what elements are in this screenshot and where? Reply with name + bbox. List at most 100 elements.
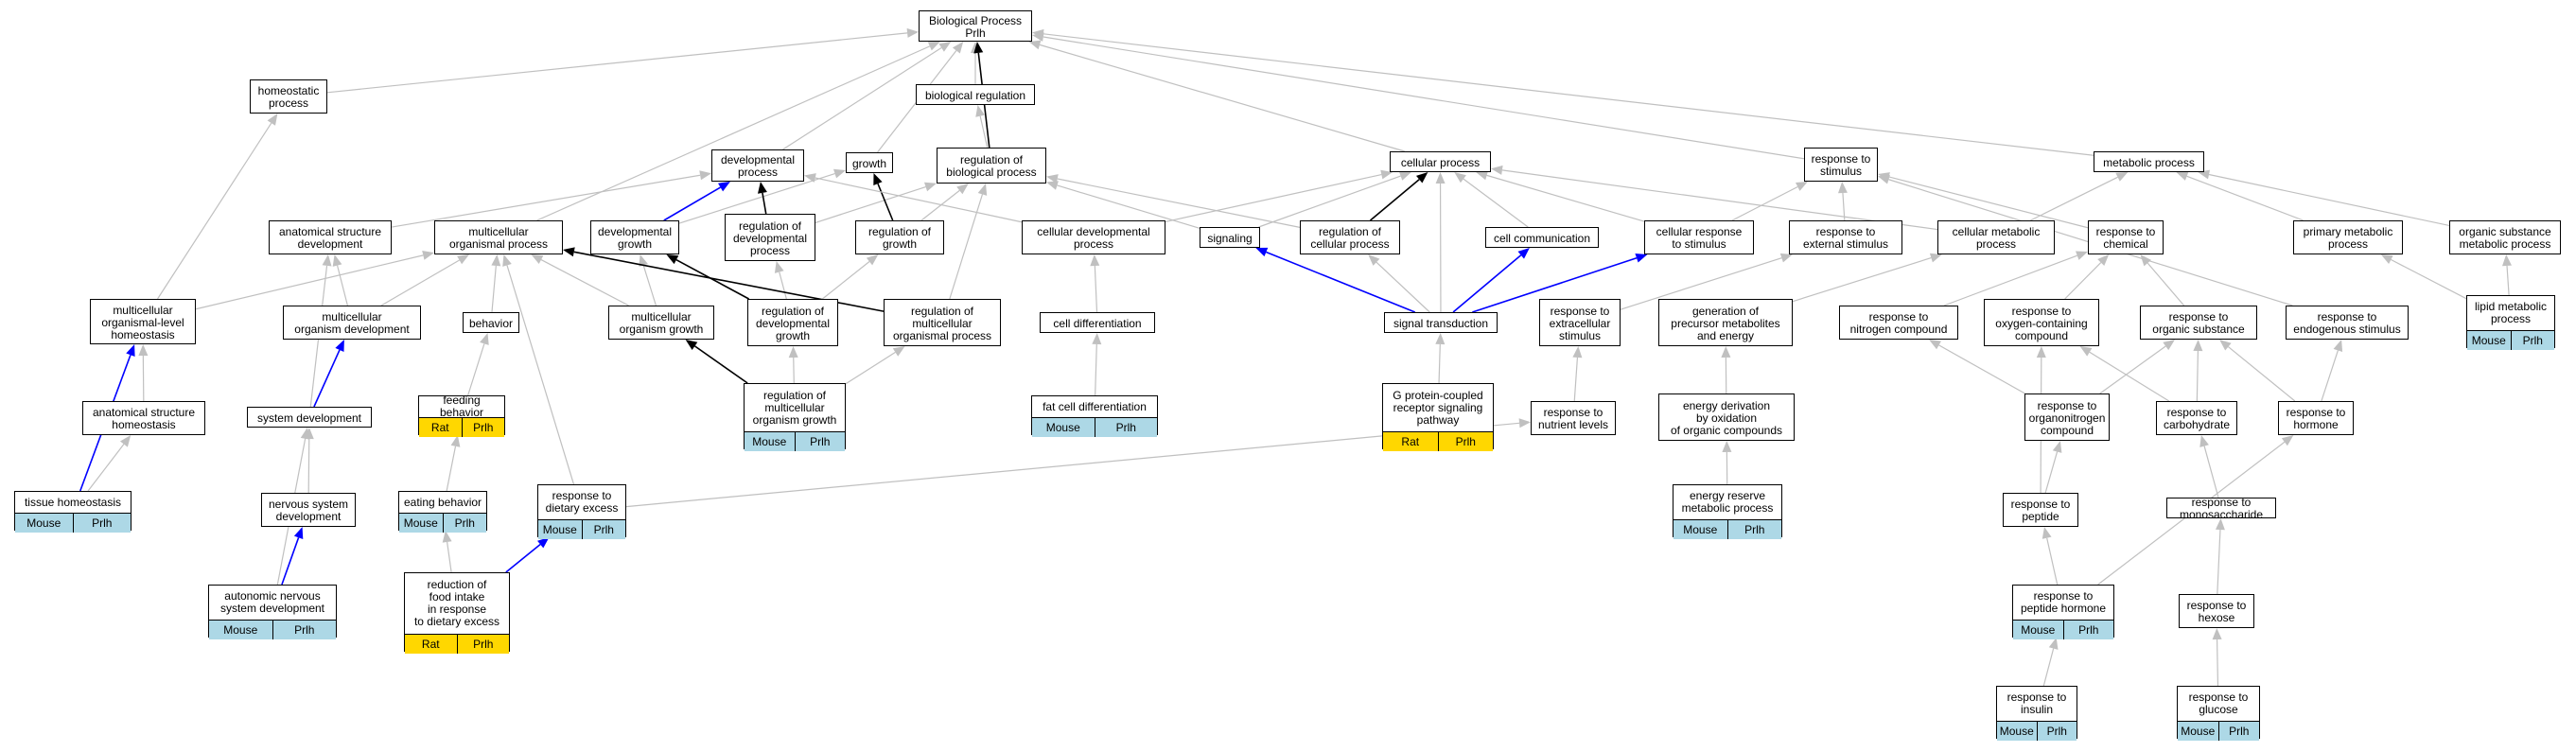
edge-multhomeo-to-multorg [195, 254, 424, 310]
go-term-primmetab[interactable]: primary metabolic process [2293, 220, 2403, 254]
go-term-regbio[interactable]: regulation of biological process [937, 148, 1046, 184]
go-term-homeo[interactable]: homeostatic process [250, 79, 327, 114]
go-term-regcell[interactable]: regulation of cellular process [1300, 220, 1400, 254]
arrowhead-regdevproc-to-regbio [924, 182, 937, 192]
go-term-respnutr[interactable]: response to nutrient levels [1531, 401, 1616, 435]
go-term-metab[interactable]: metabolic process [2094, 151, 2204, 172]
go-term-cellmetab[interactable]: cellular metabolic process [1937, 220, 2055, 254]
go-term-respstim[interactable]: response to stimulus [1804, 148, 1878, 182]
go-term-resporgsub[interactable]: response to organic substance [2140, 306, 2257, 340]
arrowhead-eating-to-feeding [450, 435, 461, 447]
go-term-respextra[interactable]: response to extracellular stimulus [1539, 299, 1621, 346]
go-term-respmono[interactable]: response to monosaccharide [2166, 497, 2276, 521]
go-term-cellcomm[interactable]: cell communication [1485, 227, 1599, 248]
edge-sigtrans-to-cellresp [1472, 256, 1638, 313]
gene-tag: Prlh [2062, 621, 2113, 639]
arrowhead-cellresp-to-cellproc [1476, 170, 1488, 181]
go-term-label: regulation of growth [867, 225, 932, 251]
go-term-signaling[interactable]: signaling [1200, 227, 1260, 248]
go-term-sysdev[interactable]: system development [247, 407, 372, 428]
go-term-cellresp[interactable]: cellular response to stimulus [1644, 220, 1754, 254]
go-term-bioreg[interactable]: biological regulation [916, 84, 1035, 105]
go-term-behavior[interactable]: behavior [463, 312, 519, 333]
go-term-anatdev[interactable]: anatomical structure development [269, 220, 392, 254]
go-term-genprec[interactable]: generation of precursor metabolites and … [1658, 299, 1793, 346]
go-term-orgsubmetab[interactable]: organic substance metabolic process [2449, 220, 2561, 254]
gene-tag: Prlh [2036, 722, 2077, 741]
edge-multgrowth-to-devgrowth [642, 265, 657, 306]
edge-regmultproc-to-regbio [949, 194, 984, 300]
go-term-multorg[interactable]: multicellular organismal process [434, 220, 563, 254]
go-term-cellproc[interactable]: cellular process [1390, 151, 1491, 172]
arrowhead-resppephorm-to-resphorm [2281, 435, 2294, 446]
arrowhead-resporgnitro-to-resporgsub [2163, 340, 2175, 351]
go-term-label: response to peptide hormone [2020, 589, 2107, 615]
go-term-label: nervous system development [268, 498, 349, 523]
go-term-resporgnitro[interactable]: response to organonitrogen compound [2024, 393, 2110, 441]
go-term-anathomeo[interactable]: anatomical structure homeostasis [82, 401, 205, 435]
edge-regdevgrowth-to-devgrowth [675, 258, 749, 300]
gene-tag: Prlh [581, 520, 625, 539]
go-term-multhomeo[interactable]: multicellular organismal-level homeostas… [90, 299, 196, 344]
gene-tag: Prlh [461, 418, 504, 437]
go-term-resppep[interactable]: response to peptide [2003, 493, 2078, 527]
go-term-regmultgrowth[interactable]: regulation of multicellular organism gro… [744, 383, 846, 451]
go-term-resphorm[interactable]: response to hormone [2278, 401, 2354, 435]
go-term-celldev[interactable]: cellular developmental process [1022, 220, 1165, 254]
go-term-energyderiv[interactable]: energy derivation by oxidation of organi… [1658, 393, 1795, 441]
go-term-gpcr[interactable]: G protein-coupled receptor signaling pat… [1382, 383, 1494, 451]
go-term-resphex[interactable]: response to hexose [2179, 594, 2254, 628]
go-term-devproc[interactable]: developmental process [711, 149, 804, 182]
edge-multorgdev-to-anatdev [336, 265, 348, 306]
go-term-respext[interactable]: response to external stimulus [1789, 220, 1902, 254]
go-term-celldiff[interactable]: cell differentiation [1040, 312, 1155, 333]
go-term-bp[interactable]: Biological Process Prlh [919, 10, 1032, 42]
edge-respoxy-to-respchem [2064, 262, 2102, 300]
go-term-sigtrans[interactable]: signal transduction [1384, 312, 1498, 333]
edge-respchem-to-respstim [1888, 176, 2089, 229]
arrowhead-gpcr-to-sigtrans [1435, 333, 1446, 345]
go-term-growth[interactable]: growth [846, 152, 893, 173]
edge-respins-to-resppephorm [2042, 648, 2055, 687]
go-term-regdevproc[interactable]: regulation of developmental process [725, 214, 815, 261]
arrowhead-growth-to-bp [952, 42, 964, 54]
go-term-respoxy[interactable]: response to oxygen-containing compound [1984, 299, 2099, 346]
go-term-respnitro[interactable]: response to nitrogen compound [1839, 306, 1958, 340]
arrowhead-primmetab-to-metab [2176, 171, 2189, 181]
arrowhead-signaling-to-cellproc [1398, 171, 1411, 181]
arrowhead-resporgnitro-to-respnitro [1929, 340, 1941, 350]
edge-multorgdev-to-multorg [380, 259, 460, 306]
go-term-multgrowth[interactable]: multicellular organism growth [608, 306, 714, 340]
go-term-respcarb[interactable]: response to carbohydrate [2156, 401, 2237, 435]
go-term-label: multicellular organismal process [448, 225, 549, 251]
arrowhead-sigtrans-to-cellresp [1635, 254, 1648, 263]
go-term-respchem[interactable]: response to chemical [2088, 220, 2164, 254]
gene-tag: Prlh [1726, 520, 1781, 539]
arrowhead-autonerv-to-sysdev [300, 428, 310, 440]
go-term-reducfood[interactable]: reduction of food intake in response to … [404, 572, 510, 654]
go-term-respendo[interactable]: response to endogenous stimulus [2286, 306, 2409, 340]
go-term-regmultproc[interactable]: regulation of multicellular organismal p… [884, 299, 1001, 346]
go-term-nervdev[interactable]: nervous system development [261, 493, 356, 527]
gene-tag: Prlh [1094, 418, 1157, 437]
go-term-devgrowth[interactable]: developmental growth [590, 220, 679, 254]
edge-genprec-to-cellmetab [1792, 257, 1932, 303]
go-term-multorgdev[interactable]: multicellular organism development [283, 306, 421, 340]
arrowhead-regmultgrowth-to-multgrowth [685, 340, 698, 350]
go-term-regdevgrowth[interactable]: regulation of developmental growth [747, 299, 838, 346]
go-term-reggrowth[interactable]: regulation of growth [855, 220, 944, 254]
